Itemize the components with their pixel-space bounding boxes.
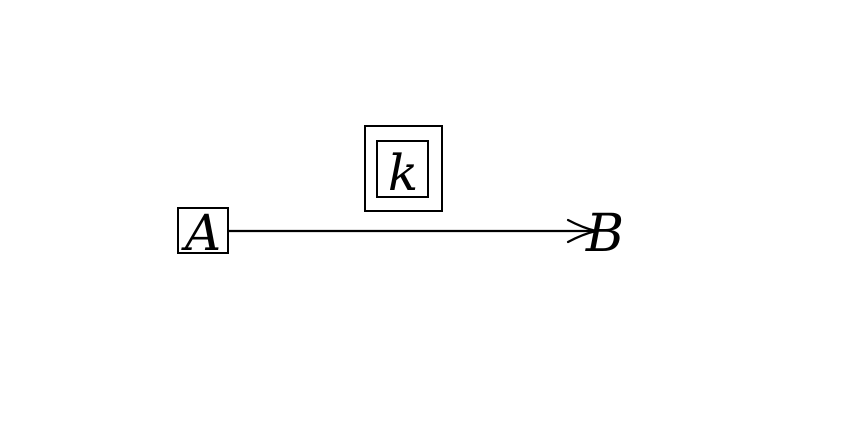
arrow-label-outer-frame	[364, 125, 443, 212]
node-a-label: A	[181, 204, 221, 262]
arrowhead-icon	[566, 218, 597, 244]
arrow-label-inner-frame	[376, 140, 429, 198]
node-b-label: B	[585, 204, 624, 264]
node-b: B	[585, 204, 624, 264]
arrow-a-to-b	[228, 218, 597, 244]
node-a: A	[177, 204, 229, 262]
arrow-label-text: k	[388, 144, 418, 202]
arrow-label: k	[364, 125, 443, 212]
